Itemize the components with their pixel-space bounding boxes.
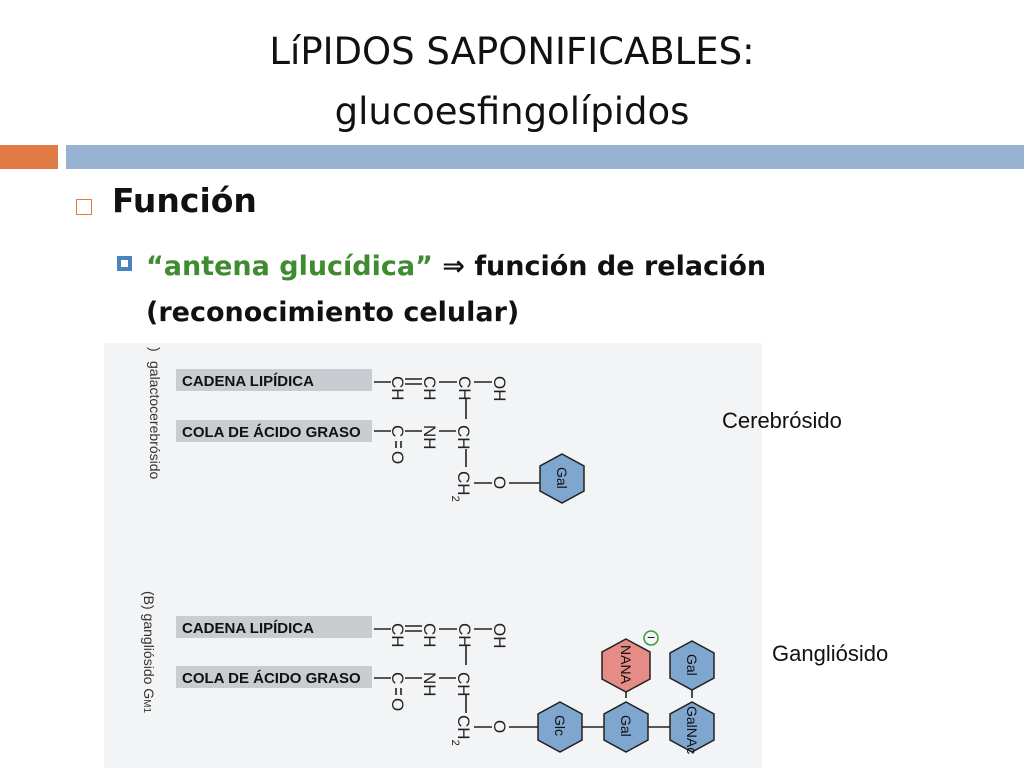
gal-hexagon-bottom — [603, 701, 649, 753]
atom-c-top: C — [388, 425, 407, 437]
sugar-gal-terminal: Gal — [684, 654, 700, 676]
atom-o-ether-bottom: O — [490, 720, 509, 733]
title-line-2: glucoesfingolípidos — [334, 90, 690, 133]
accent-bar-orange — [0, 145, 58, 169]
atom-o-ether-top: O — [490, 476, 509, 489]
atom-c-bottom: C — [388, 672, 407, 684]
atom-ch2-top: CH2 — [449, 471, 473, 502]
lipid-chain-label-top: CADENA LIPÍDICA — [182, 373, 314, 390]
atom-ch-4-top: CH — [454, 425, 473, 450]
sugar-gal-bottom: Gal — [618, 715, 634, 737]
bullet-antena-glucidica: “antena glucídica” ⇒ función de relación… — [146, 244, 866, 336]
galnac-hexagon — [669, 701, 715, 753]
fatty-acid-box-bottom — [176, 666, 372, 688]
atom-ch-1-bottom: CH — [388, 623, 407, 648]
reconocimiento-text: (reconocimiento celular) — [146, 297, 520, 328]
bottom-bonds — [374, 625, 693, 728]
cerebroside-label: Cerebrósido — [722, 408, 842, 433]
atom-ch-1-top: CH — [388, 376, 407, 401]
sugar-nana: NANA — [618, 645, 634, 685]
funcion-relacion-text: función de relación — [474, 251, 767, 282]
top-caption-letter: ) — [147, 347, 163, 352]
atom-ch-2-bottom: CH — [420, 623, 439, 648]
sugar-glc: Glc — [552, 715, 568, 736]
bottom-caption: (B) gangliósido GM1 — [141, 591, 157, 714]
top-caption: galactocerebrósido — [147, 361, 163, 480]
nana-hexagon — [601, 638, 651, 693]
ganglioside-label: Gangliósido — [772, 641, 889, 666]
slide-title: LíPIDOS SAPONIFICABLES: glucoesfingolípi… — [0, 22, 1024, 142]
atom-oh-top: OH — [490, 376, 509, 402]
square-bullet-small-icon — [116, 254, 136, 274]
lipid-chain-label-bottom: CADENA LIPÍDICA — [182, 620, 314, 637]
negative-charge-icon — [643, 630, 659, 646]
square-bullet-icon — [70, 189, 112, 225]
sugar-galnac: GalNAc — [684, 706, 700, 754]
fatty-acid-label-bottom: COLA DE ÁCIDO GRASO — [182, 670, 361, 687]
atom-ch-4-bottom: CH — [454, 672, 473, 697]
glc-hexagon — [537, 701, 583, 753]
atom-ch-3-bottom: CH — [455, 623, 474, 648]
implies-arrow-icon: ⇒ — [442, 251, 465, 282]
sugar-gal-top: Gal — [554, 467, 570, 489]
fatty-acid-label-top: COLA DE ÁCIDO GRASO — [182, 424, 361, 441]
antena-glucidica-text: “antena glucídica” — [146, 251, 433, 282]
fatty-acid-box-top — [176, 420, 372, 442]
gal-hexagon-terminal — [669, 640, 715, 691]
atom-oh-bottom: OH — [490, 623, 509, 649]
bullet-funcion: Función — [112, 181, 257, 220]
gal-hexagon-top — [539, 453, 585, 504]
atom-nh-top: NH — [420, 425, 439, 450]
lipid-chain-box-top — [176, 369, 372, 391]
glycosphingolipid-figure: ) galactocerebrósido CADENA LIPÍDICA COL… — [104, 343, 762, 768]
title-line-1: LíPIDOS SAPONIFICABLES: — [269, 30, 755, 73]
atom-nh-bottom: NH — [420, 672, 439, 697]
accent-bar-blue — [66, 145, 1024, 169]
top-bonds — [374, 378, 542, 484]
atom-o-carbonyl-bottom: O — [388, 698, 407, 711]
atom-ch-2-top: CH — [420, 376, 439, 401]
atom-o-carbonyl-top: O — [388, 451, 407, 464]
lipid-chain-box-bottom — [176, 616, 372, 638]
charge-sign: − — [647, 629, 655, 645]
atom-ch2-bottom: CH2 — [449, 715, 473, 746]
atom-ch-3-top: CH — [455, 376, 474, 401]
